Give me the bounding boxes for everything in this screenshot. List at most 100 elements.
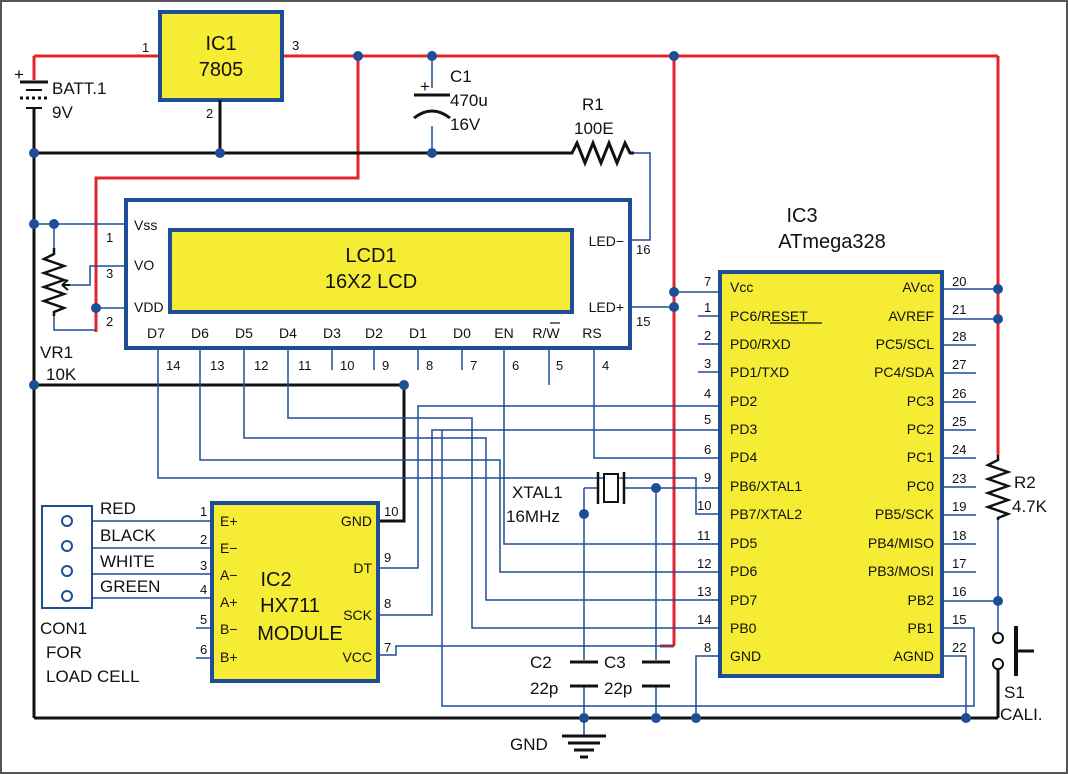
ic1-part: 7805: [199, 59, 244, 81]
battery-symbol: [20, 80, 48, 118]
lcd-pin-d5: D5: [235, 325, 253, 341]
ic3-pin-num-15: 15: [952, 612, 966, 627]
s1-label: CALI.: [1000, 705, 1043, 724]
ic3-pin-pd1: PD1/TXD: [730, 364, 789, 380]
ic2-pin-b-minus: B−: [220, 621, 238, 637]
ic3-pin-num-23: 23: [952, 471, 966, 486]
lcd-bottom-pin-stubs: [331, 348, 463, 370]
battery-ref: BATT.1: [52, 79, 106, 98]
ic3-pin-avref: AVREF: [888, 308, 934, 324]
lcd-pin-led-minus: LED−: [589, 233, 624, 249]
lcd-pin-num-7: 7: [470, 358, 477, 373]
ic2-right-pin-numbers: 10 9 8 7: [384, 504, 398, 655]
ic2-pin-num-5: 5: [200, 612, 207, 627]
lcd-pin-num-4: 4: [602, 358, 609, 373]
ic3-pin-pc2: PC2: [907, 421, 934, 437]
lcd-pin-vss: Vss: [134, 217, 157, 233]
ic3-pin-num-21: 21: [952, 302, 966, 317]
ic2-hx711-module: [210, 501, 380, 683]
ic3-pin-pc1: PC1: [907, 449, 934, 465]
supply-wires: [32, 54, 1000, 648]
ic2-ref: IC2: [260, 569, 291, 591]
c3-value: 22p: [604, 679, 632, 698]
ic2-pin-sck: SCK: [343, 607, 372, 623]
lcd-pin-d3: D3: [323, 325, 341, 341]
ic3-pin-num-26: 26: [952, 386, 966, 401]
r1-ref: R1: [582, 95, 604, 114]
lcd-pin-16: 16: [636, 242, 650, 257]
ic3-pin-num-9: 9: [704, 470, 711, 485]
ic2-pin-a-minus: A−: [220, 567, 238, 583]
lcd-pin-d2: D2: [365, 325, 383, 341]
xtal1-crystal: [596, 472, 626, 504]
ic3-pin-pd5: PD5: [730, 535, 757, 551]
junction-dots: [29, 51, 1003, 723]
ic3-pin-avcc: AVcc: [902, 279, 934, 295]
ic3-pin-pb2: PB2: [908, 592, 935, 608]
ic1-ref: IC1: [205, 33, 236, 55]
lcd-pin-num-8: 8: [426, 358, 433, 373]
ic3-pin-num-14: 14: [697, 612, 711, 627]
con1-caption-load-cell: LOAD CELL: [46, 667, 140, 686]
lcd-pin-d6: D6: [191, 325, 209, 341]
lcd-pin-num-14: 14: [166, 358, 180, 373]
r1-resistor: [565, 138, 634, 168]
lcd-pin-d7: D7: [147, 325, 165, 341]
lcd-pin-15: 15: [636, 314, 650, 329]
ic2-left-pin-names: E+ E− A− A+ B− B+: [220, 513, 238, 665]
ic2-pin-num-4: 4: [200, 582, 207, 597]
ic2-pin-num-1: 1: [200, 504, 207, 519]
lcd-pin-d1: D1: [409, 325, 427, 341]
lcd-pin-led-plus: LED+: [589, 299, 624, 315]
c1-voltage: 16V: [450, 115, 481, 134]
ic3-pin-pb3: PB3/MOSI: [868, 563, 934, 579]
ic2-pin-num-6: 6: [200, 642, 207, 657]
ic3-pin-pd6: PD6: [730, 563, 757, 579]
ic1-pin-in: 1: [142, 40, 149, 55]
con1-wire-white: WHITE: [100, 552, 155, 571]
ic3-pin-pb0: PB0: [730, 620, 757, 636]
ic2-pin-e-minus: E−: [220, 540, 238, 556]
lcd-screen: [168, 228, 574, 314]
ic3-part: ATmega328: [778, 231, 885, 253]
ic3-pin-num-10: 10: [697, 498, 711, 513]
ic3-pin-pb7: PB7/XTAL2: [730, 506, 802, 522]
ic1-pin-out: 3: [292, 38, 299, 53]
con1-caption-for: FOR: [46, 643, 82, 662]
lcd-pin-num-6: 6: [512, 358, 519, 373]
ic2-pin-num-3: 3: [200, 558, 207, 573]
ic2-pin-dt: DT: [353, 560, 372, 576]
ic3-pin-num-16: 16: [952, 584, 966, 599]
lcd-pin-vdd: VDD: [134, 299, 164, 315]
xtal1-ref: XTAL1: [512, 483, 563, 502]
ic3-pin-pb5: PB5/SCK: [875, 506, 935, 522]
xtal1-value: 16MHz: [506, 507, 560, 526]
vr1-value: 10K: [46, 365, 77, 384]
c1-plus-sign: +: [420, 77, 430, 96]
ic2-part: HX711: [260, 595, 320, 617]
ic3-pin-pc3: PC3: [907, 393, 934, 409]
ic3-pin-pc4: PC4/SDA: [874, 364, 935, 380]
ground-symbol: [562, 734, 606, 759]
ic3-pin-num-8: 8: [704, 640, 711, 655]
con1-wire-green: GREEN: [100, 577, 160, 596]
ic2-pin-gnd: GND: [341, 513, 372, 529]
ic3-pin-pb6: PB6/XTAL1: [730, 478, 802, 494]
ic2-pin-b-plus: B+: [220, 649, 238, 665]
ic2-pin-num-2: 2: [200, 532, 207, 547]
c1-value: 470u: [450, 91, 488, 110]
lcd-pin-num-9: 9: [382, 358, 389, 373]
ic2-pin-num-8: 8: [384, 596, 391, 611]
ic2-pin-vcc: VCC: [342, 649, 372, 665]
lcd-type: 16X2 LCD: [325, 271, 417, 293]
ic3-pin-num-27: 27: [952, 357, 966, 372]
ic3-pin-pd2: PD2: [730, 393, 757, 409]
ic2-pin-num-10: 10: [384, 504, 398, 519]
ic3-pin-num-18: 18: [952, 528, 966, 543]
ic3-pin-num-19: 19: [952, 499, 966, 514]
ic3-left-pin-names: Vcc PC6/RESET PD0/RXD PD1/TXD PD2 PD3 PD…: [730, 279, 822, 664]
ic3-pin-num-25: 25: [952, 414, 966, 429]
r1-value: 100E: [574, 119, 614, 138]
